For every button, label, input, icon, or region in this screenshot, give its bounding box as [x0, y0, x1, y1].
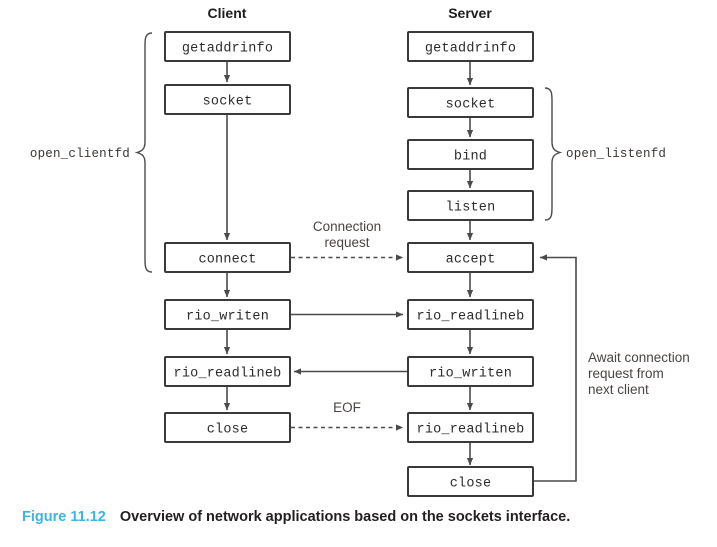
step-label: close [207, 423, 249, 438]
step-label: socket [446, 98, 496, 113]
step-label: accept [446, 253, 496, 268]
client-step-connect[interactable]: connect [164, 242, 291, 273]
box-outline [407, 139, 534, 170]
step-label: getaddrinfo [182, 42, 273, 57]
await-label-line3: next client [588, 382, 649, 397]
box-outline [407, 466, 534, 497]
step-label: close [450, 477, 492, 492]
eof-label: EOF [333, 400, 361, 415]
client-step-rio-readlineb[interactable]: rio_readlineb [164, 356, 291, 387]
server-step-accept[interactable]: accept [407, 242, 534, 273]
box-outline [407, 299, 534, 330]
client-column-title: Client [208, 5, 247, 21]
server-step-bind[interactable]: bind [407, 139, 534, 170]
connection-request-label-line2: request [324, 235, 369, 250]
box-outline [164, 356, 291, 387]
open-listenfd-label: open_listenfd [566, 147, 666, 161]
box-outline [407, 412, 534, 443]
server-step-listen[interactable]: listen [407, 190, 534, 221]
box-outline [164, 84, 291, 115]
server-step-getaddrinfo[interactable]: getaddrinfo [407, 31, 534, 62]
box-outline [164, 242, 291, 273]
client-step-close[interactable]: close [164, 412, 291, 443]
server-group-brace [544, 87, 563, 221]
figure-number: Figure 11.12 [22, 509, 106, 525]
cross-links: accept (connection request) --> server r… [291, 254, 407, 431]
client-group-brace [134, 32, 153, 273]
step-label: getaddrinfo [425, 42, 516, 57]
await-label-line1: Await connection [588, 350, 690, 365]
box-outline [164, 31, 291, 62]
figure-caption: Figure 11.12 Overview of network applicat… [22, 509, 712, 525]
client-step-rio-writen[interactable]: rio_writen [164, 299, 291, 330]
step-label: socket [203, 95, 253, 110]
step-label: listen [446, 201, 496, 216]
step-label: rio_writen [186, 310, 269, 325]
await-next-connection-loop [533, 254, 577, 482]
step-label: bind [454, 150, 487, 165]
step-label: connect [198, 253, 256, 268]
step-label: rio_readlineb [174, 367, 282, 382]
box-outline [164, 299, 291, 330]
figure-caption-text: Overview of network applications based o… [119, 509, 571, 525]
client-step-socket[interactable]: socket [164, 84, 291, 115]
box-outline [164, 412, 291, 443]
step-label: rio_readlineb [417, 423, 525, 438]
box-outline [407, 31, 534, 62]
step-label: rio_writen [429, 367, 512, 382]
box-outline [407, 356, 534, 387]
step-label: rio_readlineb [417, 310, 525, 325]
box-outline [407, 190, 534, 221]
server-step-rio-readlineb-1[interactable]: rio_readlineb [407, 299, 534, 330]
open-clientfd-label: open_clientfd [30, 147, 130, 161]
await-label-line2: request from [588, 366, 664, 381]
client-step-getaddrinfo[interactable]: getaddrinfo [164, 31, 291, 62]
box-outline [407, 242, 534, 273]
connection-request-label-line1: Connection [313, 219, 381, 234]
server-step-rio-readlineb-2[interactable]: rio_readlineb [407, 412, 534, 443]
server-step-close[interactable]: close [407, 466, 534, 497]
box-outline [407, 87, 534, 118]
server-column-title: Server [448, 5, 492, 21]
server-step-socket[interactable]: socket [407, 87, 534, 118]
server-step-rio-writen[interactable]: rio_writen [407, 356, 534, 387]
